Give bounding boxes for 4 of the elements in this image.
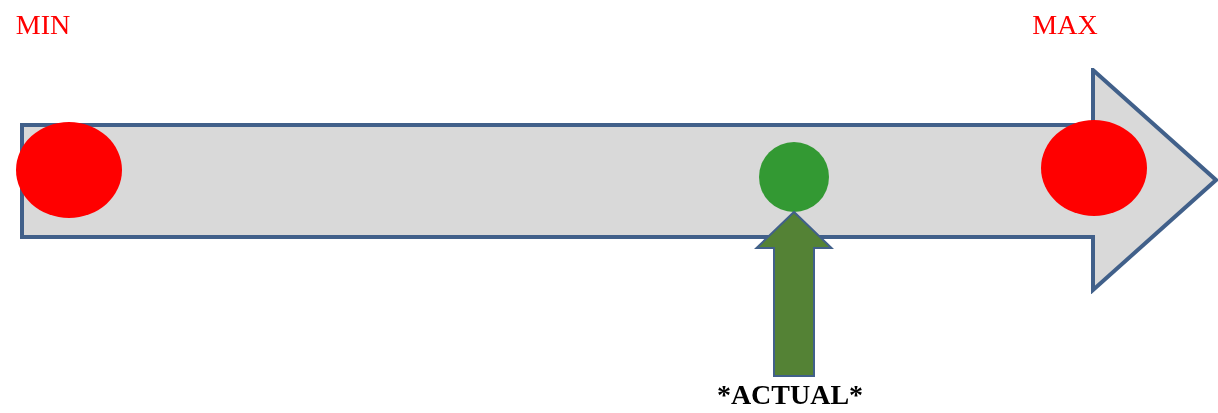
- scale-end-label: MIN: [14, 10, 72, 40]
- arrow: [754, 210, 834, 377]
- actual-label: *ACTUAL*: [690, 378, 890, 412]
- scale-end-label: MAX: [1031, 10, 1099, 40]
